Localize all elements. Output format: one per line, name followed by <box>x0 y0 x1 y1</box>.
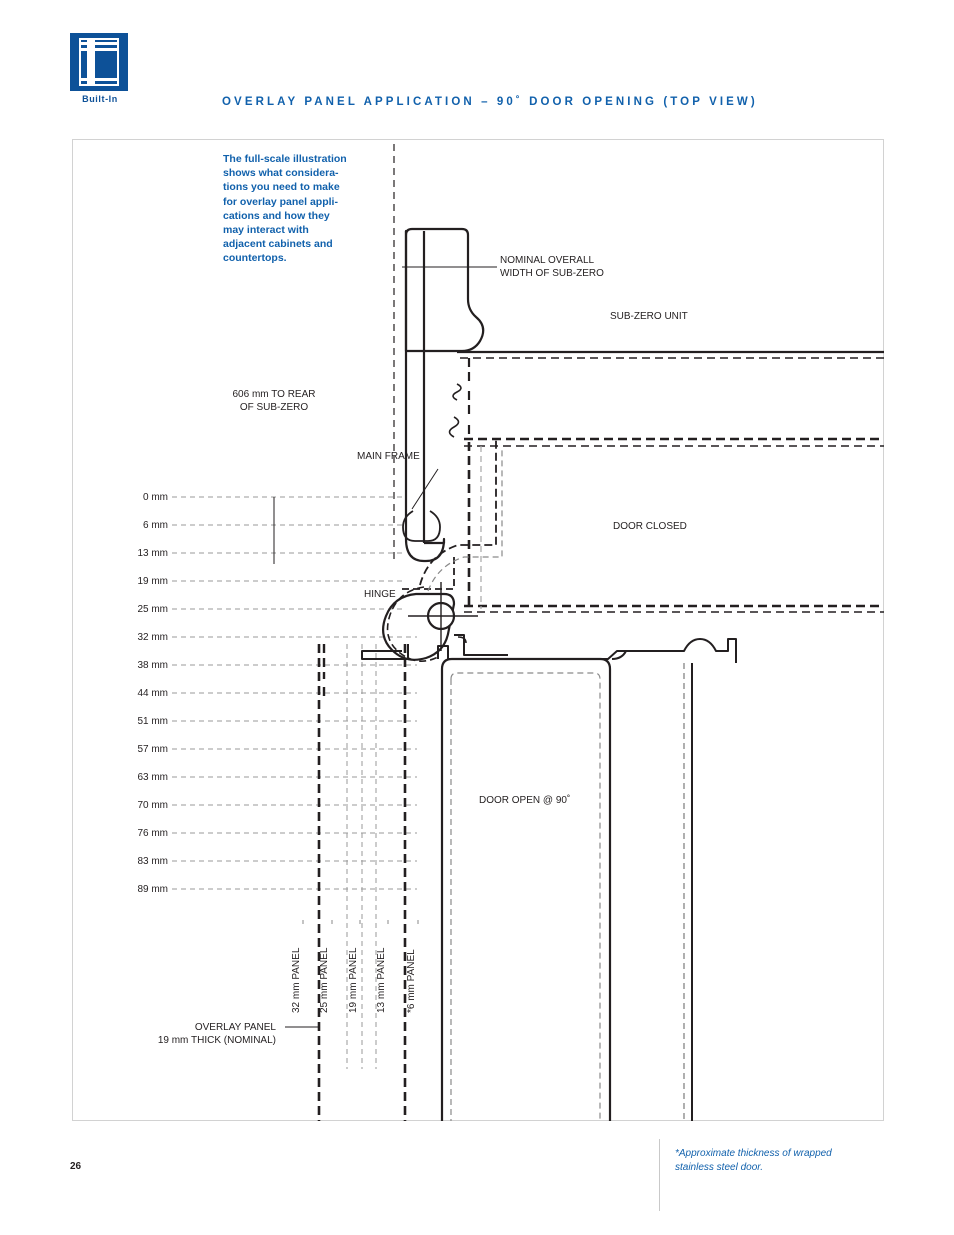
footnote-line2: stainless steel door. <box>675 1162 764 1173</box>
callout-nominal-width-line2: WIDTH OF SUB-ZERO <box>500 268 604 279</box>
scale-label-32mm: 32 mm <box>137 632 168 643</box>
logo-top-bar-shape <box>81 42 117 45</box>
panel-label-4: *6 mm PANEL <box>406 949 417 1013</box>
intro-line-5: may interact with <box>223 224 309 237</box>
drawing-frame-border <box>72 139 884 1121</box>
callout-rear-depth-line1: 606 mm TO REAR <box>232 389 316 400</box>
brand-wordmark: Built-In <box>82 94 118 104</box>
page-number: 26 <box>70 1161 82 1172</box>
intro-line-3: for overlay panel appli- <box>223 195 338 208</box>
callout-nominal-width: NOMINAL OVERALL WIDTH OF SUB-ZERO <box>500 254 604 280</box>
page-title: OVERLAY PANEL APPLICATION – 90˚ DOOR OPE… <box>222 96 758 108</box>
leader-lines <box>273 266 497 1028</box>
technical-drawing <box>172 144 884 1121</box>
callout-rear-depth: 606 mm TO REAR OF SUB-ZERO <box>222 388 326 414</box>
panel-label-3: 13 mm PANEL <box>376 947 387 1013</box>
door-open-panel <box>440 657 693 1121</box>
scale-label-44mm: 44 mm <box>137 688 168 699</box>
scale-label-38mm: 38 mm <box>137 660 168 671</box>
intro-line-2: tions you need to make <box>223 181 340 194</box>
sub-zero-built-in-logo-icon <box>70 33 128 91</box>
callout-door-closed: DOOR CLOSED <box>613 521 687 532</box>
logo-second-bar-shape <box>81 48 117 51</box>
logo-outline-shape <box>79 38 119 86</box>
intro-line-1: shows what considera- <box>223 167 339 180</box>
scale-label-0mm: 0 mm <box>143 492 168 503</box>
intro-line-7: countertops. <box>223 252 287 265</box>
scale-label-13mm: 13 mm <box>137 548 168 559</box>
scale-label-57mm: 57 mm <box>137 744 168 755</box>
page-header: Built-In OVERLAY PANEL APPLICATION – 90˚… <box>0 0 954 139</box>
footnote: *Approximate thickness of wrapped stainl… <box>675 1147 890 1175</box>
panel-label-ticks <box>302 920 419 924</box>
scale-label-76mm: 76 mm <box>137 828 168 839</box>
scale-label-6mm: 6 mm <box>143 520 168 531</box>
scale-gridlines <box>172 496 417 890</box>
callout-overlay-panel: OVERLAY PANEL 19 mm THICK (NOMINAL) <box>108 1021 276 1047</box>
panel-thickness-gridlines <box>346 644 377 1069</box>
logo-bottom-bar-shape <box>81 78 117 81</box>
intro-line-4: cations and how they <box>223 209 330 222</box>
scale-label-83mm: 83 mm <box>137 856 168 867</box>
callout-hinge: HINGE <box>364 589 396 600</box>
scale-label-51mm: 51 mm <box>137 716 168 727</box>
intro-line-0: The full-scale illustration <box>223 153 347 165</box>
footnote-line1: *Approximate thickness of wrapped <box>675 1148 832 1159</box>
hinge-assembly <box>322 439 508 699</box>
panel-edge-lines <box>317 644 407 1121</box>
callout-nominal-width-line1: NOMINAL OVERALL <box>500 255 595 266</box>
callout-sub-zero-unit: SUB-ZERO UNIT <box>610 311 688 322</box>
intro-paragraph: The full-scale illustration shows what co… <box>223 152 383 266</box>
scale-label-63mm: 63 mm <box>137 772 168 783</box>
footer-divider <box>659 1139 660 1211</box>
scale-label-70mm: 70 mm <box>137 800 168 811</box>
panel-label-1: 25 mm PANEL <box>319 947 330 1013</box>
panel-label-2: 19 mm PANEL <box>348 947 359 1013</box>
panel-label-0: 32 mm PANEL <box>291 947 302 1013</box>
intro-line-6: adjacent cabinets and <box>223 238 333 251</box>
scale-label-89mm: 89 mm <box>137 884 168 895</box>
callout-overlay-panel-line1: OVERLAY PANEL <box>194 1022 276 1033</box>
sub-zero-unit-outline <box>457 350 884 613</box>
logo-column-shape <box>87 38 95 86</box>
door-closed-outline <box>402 358 482 609</box>
main-frame-profile <box>402 227 485 563</box>
callout-door-open: DOOR OPEN @ 90˚ <box>479 795 571 806</box>
callout-rear-depth-line2: OF SUB-ZERO <box>239 402 309 413</box>
callout-overlay-panel-line2: 19 mm THICK (NOMINAL) <box>157 1035 276 1046</box>
scale-label-19mm: 19 mm <box>137 576 168 587</box>
scale-label-25mm: 25 mm <box>137 604 168 615</box>
callout-main-frame: MAIN FRAME <box>357 451 420 462</box>
